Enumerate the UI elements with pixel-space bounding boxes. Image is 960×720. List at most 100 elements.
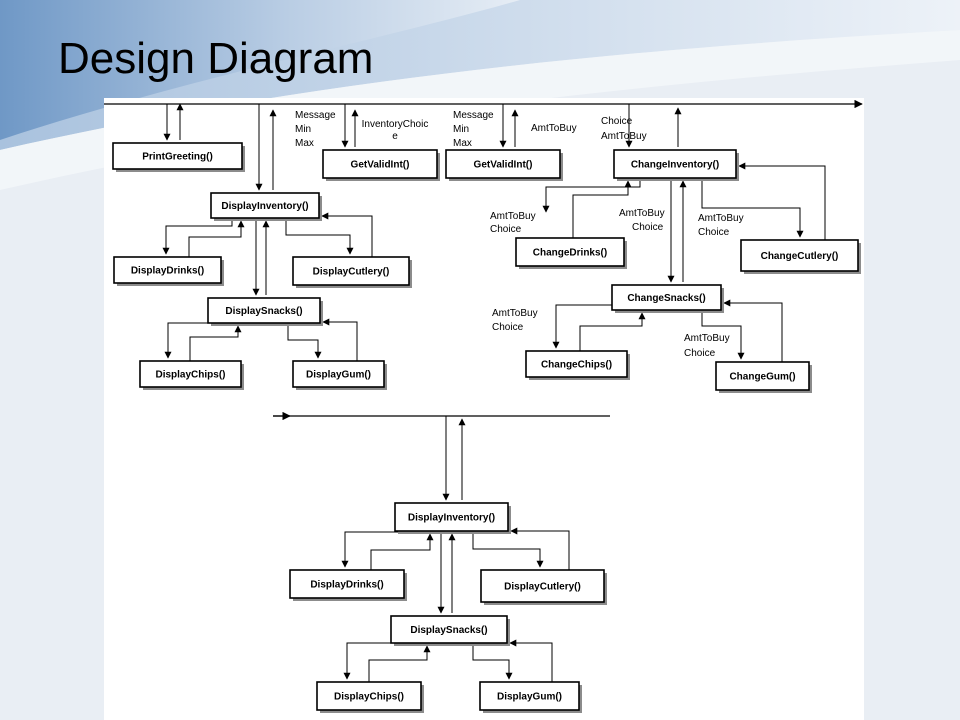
p-amttobuy-gvi: AmtToBuy (531, 123, 577, 134)
display-gum-2-rect (479, 681, 580, 711)
p-amttobuy-ci: AmtToBuy (601, 131, 647, 142)
change-inventory-rect (613, 149, 737, 179)
display-chips-1-rect (139, 360, 242, 388)
change-drinks-return-arrow (572, 180, 632, 238)
display-chips-1-label: DisplayChips() (155, 370, 225, 381)
slide-title: Design Diagram (58, 34, 374, 83)
get-valid-int-1-box: GetValidInt() (322, 149, 440, 181)
display-drinks-2-label: DisplayDrinks() (310, 580, 383, 591)
p-choice-cc: Choice (698, 227, 730, 238)
p-message-2: Message (453, 110, 494, 121)
get-valid-int-2-rect (445, 149, 561, 179)
change-snacks-box: ChangeSnacks() (611, 284, 724, 313)
change-snacks-rect (611, 284, 722, 311)
get-valid-int-1-label: GetValidInt() (351, 160, 410, 171)
display-gum-1-call-arrow (287, 323, 322, 359)
connector-layer (104, 99, 863, 682)
get-valid-int-2-label: GetValidInt() (474, 160, 533, 171)
change-cutlery-label: ChangeCutlery() (761, 251, 839, 262)
p-message-1: Message (295, 110, 336, 121)
display-drinks-2-rect (289, 569, 405, 599)
change-inventory-box: ChangeInventory() (613, 149, 739, 181)
change-cutlery-rect (740, 239, 859, 272)
print-greeting-label: PrintGreeting() (142, 152, 213, 163)
display-drinks-1-box: DisplayDrinks() (113, 256, 224, 286)
p-choice-cd: Choice (490, 224, 522, 235)
change-gum-label: ChangeGum() (729, 372, 795, 383)
display-chips-1-call-arrow (164, 322, 226, 359)
change-gum-return-arrow (723, 299, 783, 362)
change-drinks-label: ChangeDrinks() (533, 248, 607, 259)
p-amttobuy-gum: AmtToBuy (684, 333, 730, 344)
parameter-label-layer: MessageMinMaxInventoryChoiceMessageMinMa… (295, 110, 744, 359)
p-amttobuy-chips: AmtToBuy (492, 308, 538, 319)
display-snacks-1-box: DisplaySnacks() (207, 297, 323, 326)
display-drinks-1-return-arrow (188, 220, 245, 257)
display-gum-2-return-arrow (509, 639, 553, 682)
change-cutlery-return-arrow (738, 162, 826, 240)
display-cutlery-2-call-arrow (472, 531, 544, 568)
p-min-1: Min (295, 124, 311, 135)
display-chips-1-box: DisplayChips() (139, 360, 244, 390)
display-chips-2-label: DisplayChips() (334, 692, 404, 703)
display-gum-1-box: DisplayGum() (292, 360, 387, 390)
change-cutlery-box: ChangeCutlery() (740, 239, 861, 274)
change-cutlery-call-arrow (701, 178, 804, 238)
display-drinks-2-call-arrow (341, 531, 413, 568)
display-chips-2-call-arrow (343, 642, 409, 680)
display-snacks-2-label: DisplaySnacks() (410, 625, 487, 636)
display-snacks-2-rect (390, 615, 508, 644)
display-chips-2-box: DisplayChips() (316, 681, 424, 713)
display-chips-2-return-arrow (368, 645, 431, 682)
print-greeting-rect (112, 142, 243, 170)
display-cutlery-2-label: DisplayCutlery() (504, 582, 581, 593)
box-layer: PrintGreeting() GetValidInt() GetValidInt(… (112, 142, 861, 713)
change-chips-box: ChangeChips() (525, 350, 630, 380)
change-gum-box: ChangeGum() (715, 361, 812, 393)
p-choice-chips: Choice (492, 322, 524, 333)
display-drinks-2-box: DisplayDrinks() (289, 569, 407, 601)
display-cutlery-2-return-arrow (510, 527, 570, 570)
display-snacks-1-label: DisplaySnacks() (225, 306, 302, 317)
display-snacks-1-rect (207, 297, 321, 324)
display-cutlery-1-label: DisplayCutlery() (313, 267, 390, 278)
display-chips-1-return-arrow (189, 325, 242, 361)
change-chips-label: ChangeChips() (541, 360, 612, 371)
get-valid-int-1-rect (322, 149, 438, 179)
display-gum-2-label: DisplayGum() (497, 692, 562, 703)
change-drinks-rect (515, 237, 625, 267)
display-inventory-2-rect (394, 502, 509, 532)
p-max-2: Max (453, 138, 472, 149)
p-choice-gum: Choice (684, 348, 716, 359)
change-gum-rect (715, 361, 810, 391)
display-gum-1-label: DisplayGum() (306, 370, 371, 381)
change-snacks-label: ChangeSnacks() (627, 293, 705, 304)
display-cutlery-1-box: DisplayCutlery() (292, 256, 412, 288)
change-chips-rect (525, 350, 628, 378)
display-gum-2-call-arrow (472, 643, 513, 680)
display-cutlery-1-rect (292, 256, 410, 286)
display-cutlery-2-rect (480, 569, 605, 603)
display-inventory-1-label: DisplayInventory() (221, 201, 308, 212)
p-amttobuy-cc: AmtToBuy (698, 213, 744, 224)
print-greeting-box: PrintGreeting() (112, 142, 245, 172)
change-drinks-call-arrow (542, 178, 641, 213)
display-inventory-1-rect (210, 192, 320, 219)
display-drinks-1-call-arrow (162, 218, 233, 255)
display-gum-2-box: DisplayGum() (479, 681, 582, 713)
display-inventory-1-box: DisplayInventory() (210, 192, 322, 221)
get-valid-int-2-box: GetValidInt() (445, 149, 563, 181)
p-choice-ci: Choice (601, 116, 633, 127)
display-inventory-2-box: DisplayInventory() (394, 502, 511, 534)
change-drinks-box: ChangeDrinks() (515, 237, 627, 269)
display-inventory-2-label: DisplayInventory() (408, 513, 495, 524)
p-min-2: Min (453, 124, 469, 135)
display-drinks-1-rect (113, 256, 222, 284)
change-chips-return-arrow (579, 312, 646, 351)
display-drinks-1-label: DisplayDrinks() (131, 266, 204, 277)
change-gum-call-arrow (701, 310, 745, 360)
p-amttobuy-cd: AmtToBuy (490, 211, 536, 222)
display-cutlery-1-return-arrow (321, 212, 373, 257)
display-snacks-2-box: DisplaySnacks() (390, 615, 510, 646)
